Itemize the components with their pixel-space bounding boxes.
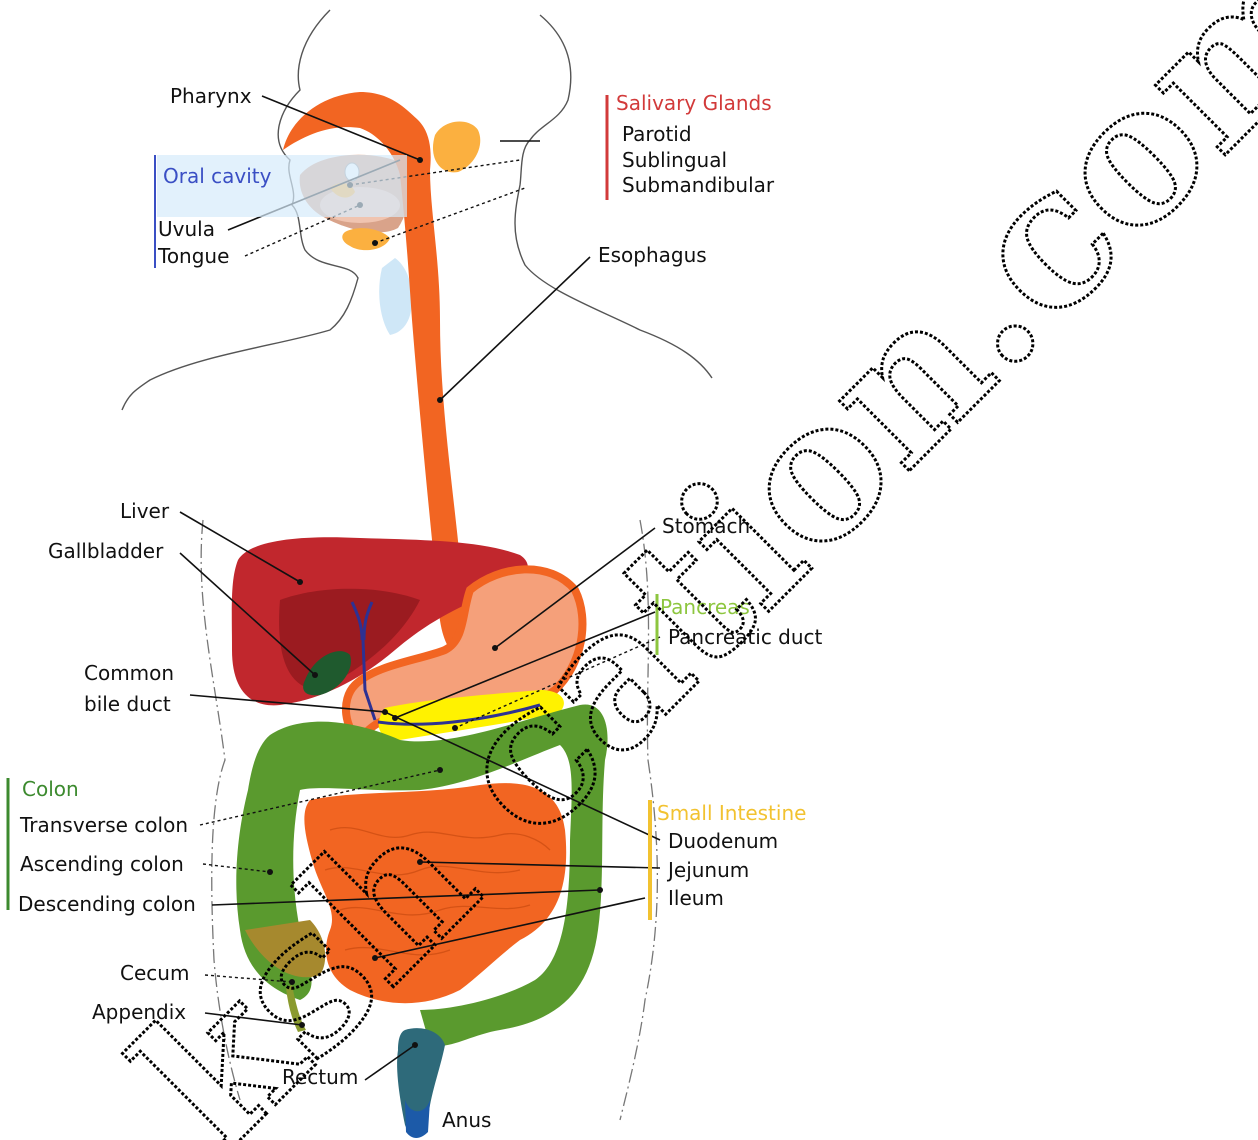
anus-label: Anus bbox=[442, 1108, 491, 1132]
sublingual-label: Sublingual bbox=[622, 148, 727, 172]
gallbladder-label: Gallbladder bbox=[48, 539, 164, 563]
descending-colon-label: Descending colon bbox=[18, 892, 196, 916]
liver-label: Liver bbox=[120, 499, 170, 523]
salivary-glands-title: Salivary Glands bbox=[616, 91, 772, 115]
common-bile-duct-label-line1: Common bbox=[84, 661, 174, 685]
parotid-gland bbox=[433, 122, 480, 173]
transverse-colon-label: Transverse colon bbox=[19, 813, 188, 837]
pharynx-label: Pharynx bbox=[170, 84, 252, 108]
small-intestine-title: Small Intestine bbox=[657, 801, 806, 825]
uvula-label: Uvula bbox=[158, 217, 215, 241]
esophagus-label: Esophagus bbox=[598, 243, 707, 267]
parotid-label: Parotid bbox=[622, 122, 692, 146]
ileum-label: Ileum bbox=[668, 886, 724, 910]
ascending-colon-label: Ascending colon bbox=[20, 852, 184, 876]
submandibular-label: Submandibular bbox=[622, 173, 775, 197]
colon-title: Colon bbox=[22, 777, 79, 801]
common-bile-duct-label-line2: bile duct bbox=[84, 692, 171, 716]
oral-cavity-title: Oral cavity bbox=[163, 164, 272, 188]
trachea bbox=[379, 258, 412, 335]
duodenum-label: Duodenum bbox=[668, 829, 778, 853]
jejunum-label: Jejunum bbox=[666, 858, 749, 882]
tongue-label: Tongue bbox=[157, 244, 229, 268]
